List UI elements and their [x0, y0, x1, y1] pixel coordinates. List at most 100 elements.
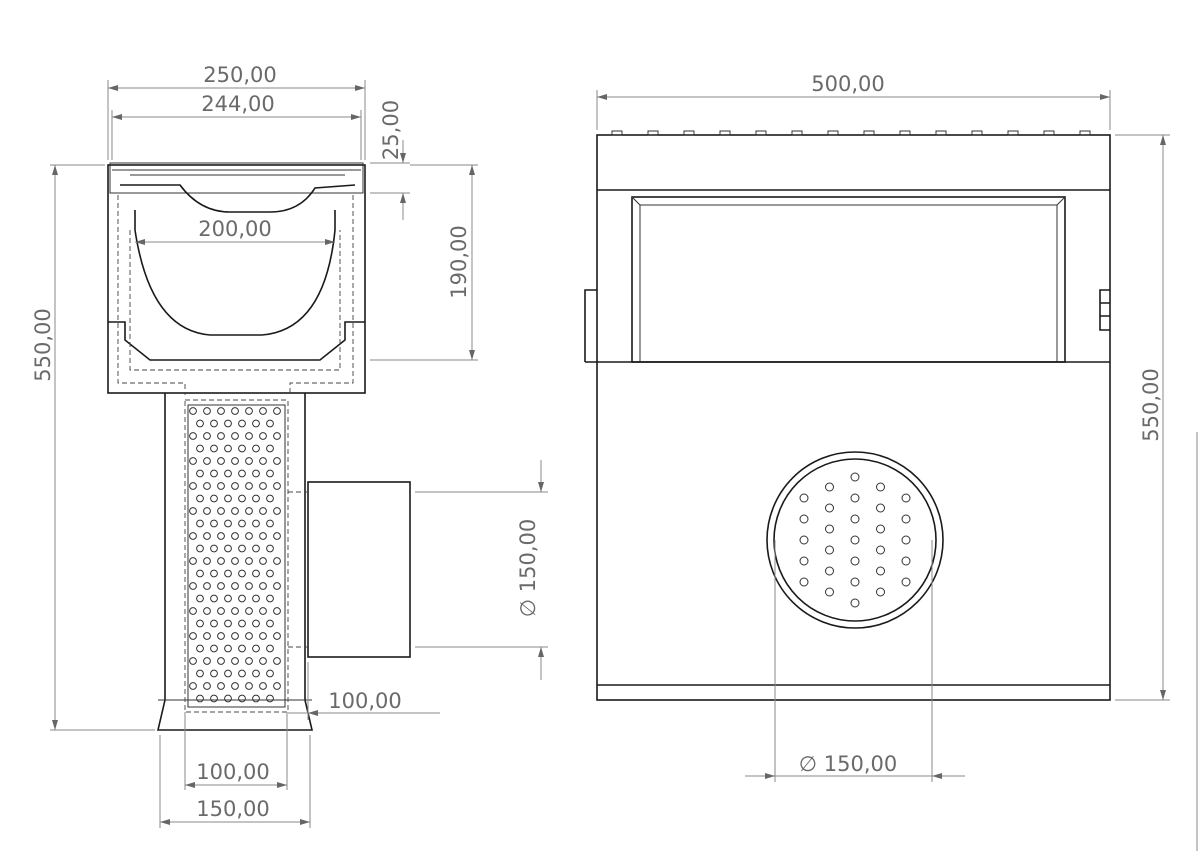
hole — [266, 669, 274, 678]
hole — [224, 469, 232, 478]
hole — [210, 669, 218, 678]
hole — [238, 444, 246, 453]
hole — [196, 494, 204, 503]
hole — [217, 582, 225, 590]
hole — [273, 407, 281, 415]
hole — [203, 582, 211, 590]
hole — [799, 514, 809, 524]
hole — [259, 607, 267, 615]
hole — [210, 469, 218, 478]
hole — [189, 557, 197, 565]
hole — [245, 607, 253, 615]
left-dimensions: 250,00 244,00 25,00 190,00 200,00 550,00… — [31, 63, 548, 828]
hole — [266, 694, 274, 703]
hole — [231, 432, 239, 440]
hole — [850, 472, 860, 482]
hole — [189, 632, 197, 640]
hole — [259, 457, 267, 465]
hole — [196, 544, 204, 553]
hole — [238, 469, 246, 478]
hole — [231, 632, 239, 640]
hole — [189, 582, 197, 590]
hole — [217, 482, 225, 490]
hole — [876, 503, 885, 513]
hole — [203, 457, 211, 465]
hole — [217, 607, 225, 615]
hole — [231, 607, 239, 615]
hole — [259, 432, 267, 440]
hole — [196, 569, 204, 578]
hole — [224, 419, 232, 428]
dim-pipe-width: 150,00 — [196, 797, 269, 821]
hole — [224, 619, 232, 628]
hole — [231, 657, 239, 665]
hole — [238, 419, 246, 428]
hole — [252, 644, 260, 653]
hole — [266, 519, 274, 528]
dim-outlet-diameter: ∅ 150,00 — [516, 519, 540, 617]
hole — [189, 532, 197, 540]
hole — [825, 524, 834, 534]
hole — [203, 607, 211, 615]
hole — [245, 432, 253, 440]
hole — [231, 682, 239, 690]
hole — [238, 569, 246, 578]
hole — [196, 519, 204, 528]
hole — [259, 507, 267, 515]
hole — [245, 657, 253, 665]
dim-basket-width: 100,00 — [196, 760, 269, 784]
hole — [231, 407, 239, 415]
hole — [850, 598, 860, 608]
hole — [224, 644, 232, 653]
hole — [245, 632, 253, 640]
basket-perforations — [189, 407, 281, 703]
hole — [238, 494, 246, 503]
hole — [231, 532, 239, 540]
hole — [252, 444, 260, 453]
hole — [245, 682, 253, 690]
hole — [799, 577, 809, 587]
hole — [252, 594, 260, 603]
hole — [238, 594, 246, 603]
hole — [273, 632, 281, 640]
hole — [217, 507, 225, 515]
hole — [266, 569, 274, 578]
hole — [217, 407, 225, 415]
hole — [196, 594, 204, 603]
dim-channel-depth: 190,00 — [447, 225, 471, 298]
hole — [231, 482, 239, 490]
hole — [210, 619, 218, 628]
side-section-view — [107, 162, 411, 731]
hole — [259, 532, 267, 540]
hole — [210, 419, 218, 428]
hole — [799, 535, 809, 545]
hole — [231, 582, 239, 590]
hole — [210, 444, 218, 453]
dim-height: 550,00 — [1139, 368, 1163, 441]
hole — [825, 566, 834, 576]
hole — [252, 419, 260, 428]
hole — [224, 569, 232, 578]
hole — [245, 457, 253, 465]
hole — [850, 535, 860, 545]
hole — [273, 532, 281, 540]
hole — [259, 657, 267, 665]
hole — [266, 444, 274, 453]
hole — [273, 432, 281, 440]
hole — [850, 556, 860, 566]
hole — [217, 432, 225, 440]
hole — [203, 557, 211, 565]
hole — [259, 482, 267, 490]
hole — [252, 544, 260, 553]
hole — [273, 557, 281, 565]
hole — [252, 669, 260, 678]
hole — [273, 482, 281, 490]
hole — [217, 457, 225, 465]
hole — [245, 532, 253, 540]
hole — [238, 519, 246, 528]
hole — [189, 432, 197, 440]
hole — [238, 669, 246, 678]
hole — [901, 535, 911, 545]
hole — [189, 657, 197, 665]
hole — [196, 469, 204, 478]
